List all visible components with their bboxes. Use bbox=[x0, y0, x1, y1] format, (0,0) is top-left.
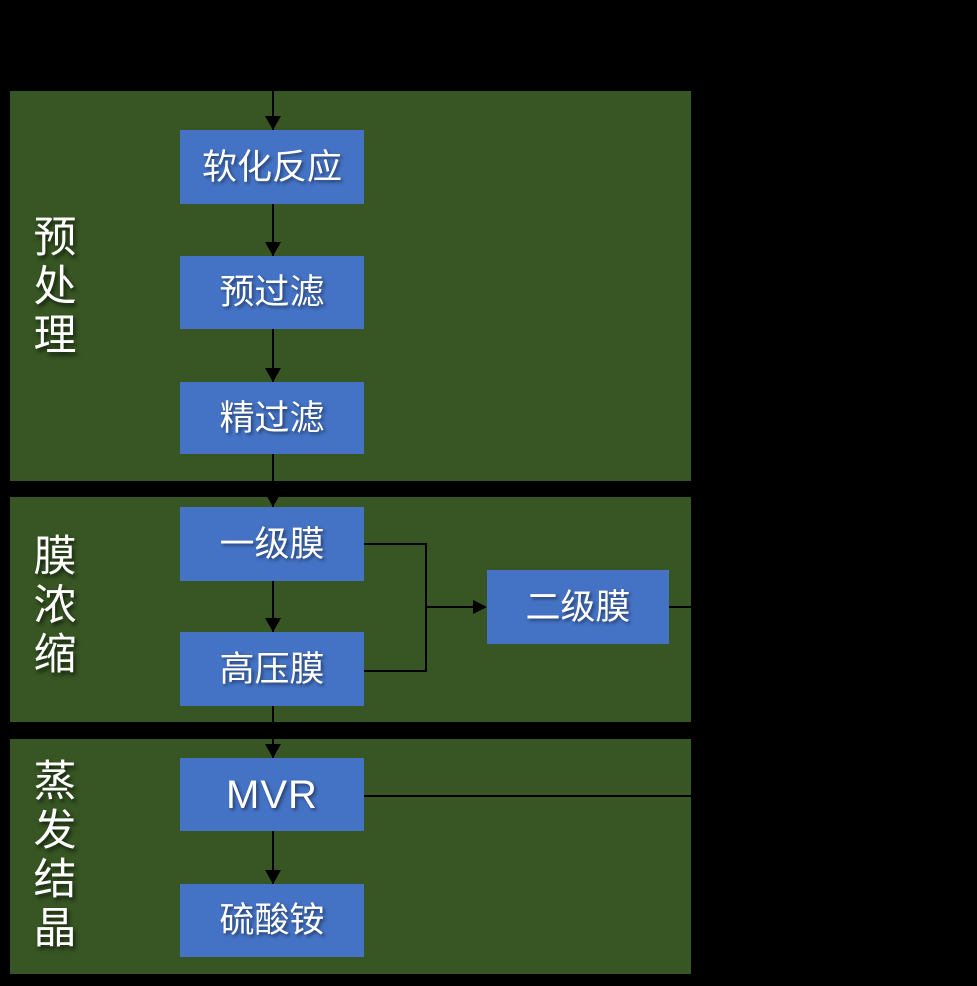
arrowhead-into-second-stage-membrane bbox=[473, 600, 487, 614]
node-pre-filtration: 预过滤 bbox=[180, 256, 364, 329]
arrowhead-into-fine-filtration bbox=[265, 368, 281, 382]
arrowhead-into-mvr bbox=[265, 744, 281, 758]
node-high-pressure-membrane: 高压膜 bbox=[180, 632, 364, 706]
node-second-stage-membrane: 二级膜 bbox=[487, 570, 669, 644]
arrowhead-into-first-stage-membrane bbox=[265, 493, 281, 507]
section-label-evaporation-crystallization: 蒸发结晶 bbox=[27, 758, 75, 954]
node-softening-reaction: 软化反应 bbox=[180, 130, 364, 204]
arrowhead-into-pre-filtration bbox=[265, 242, 281, 256]
arrowhead-into-high-pressure-membrane bbox=[265, 618, 281, 632]
node-first-stage-membrane: 一级膜 bbox=[180, 507, 364, 581]
arrowhead-into-softening-reaction bbox=[265, 116, 281, 130]
node-ammonium-sulfate: 硫酸铵 bbox=[180, 884, 364, 957]
node-mvr: MVR bbox=[180, 758, 364, 831]
node-fine-filtration: 精过滤 bbox=[180, 382, 364, 454]
connector-membrane-bracket bbox=[364, 543, 427, 672]
arrowhead-into-ammonium-sulfate bbox=[265, 870, 281, 884]
section-label-membrane-concentration: 膜浓缩 bbox=[27, 533, 75, 680]
section-label-pretreatment: 预处理 bbox=[27, 214, 75, 361]
